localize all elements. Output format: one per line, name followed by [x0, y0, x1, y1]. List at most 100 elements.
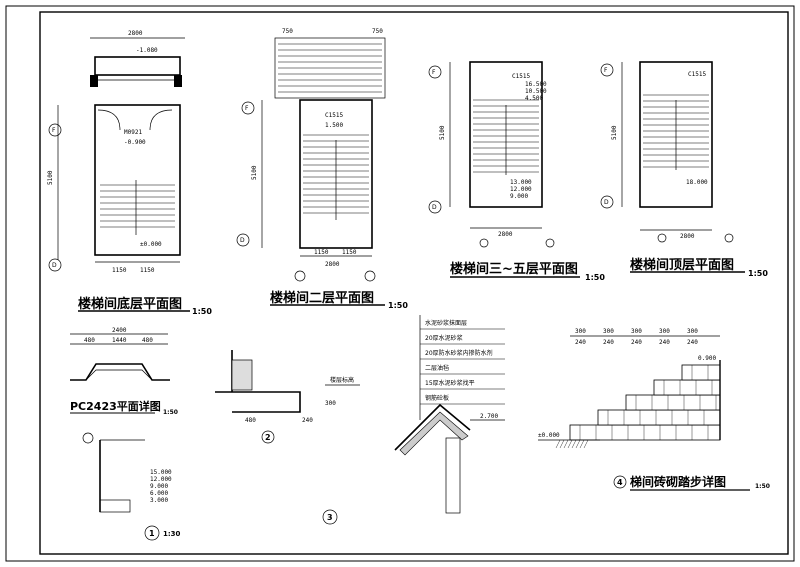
ground-hatch [559, 439, 565, 449]
d4-title: 梯间砖砌踏步详图 [630, 474, 726, 489]
brick-step [625, 394, 721, 411]
second-bottom-dim-3: 2800 [325, 261, 340, 268]
tf-level-4: 13.000 [510, 179, 532, 186]
d4-dim-top: 300 [631, 328, 642, 335]
third-fifth-floor-plan: C1515 16.500 10.500 4.500 13.000 12.000 … [428, 61, 605, 282]
second-top-dim-1: 750 [282, 28, 293, 35]
tf-plan-title: 楼梯间三~五层平面图 [450, 261, 578, 277]
d2-number: 2 [265, 433, 271, 442]
ground-hatch [579, 439, 585, 449]
ground-hatch [567, 439, 573, 449]
ground-bottom-dim-1: 1150 [112, 267, 127, 274]
d4-dim-top: 300 [575, 328, 586, 335]
d4-level-top: 0.900 [698, 355, 716, 362]
tf-axis-d: D [432, 204, 437, 211]
second-plan-title: 楼梯间二层平面图 [270, 290, 374, 306]
top-window: C1515 [688, 71, 706, 78]
second-top-dim-2: 750 [372, 28, 383, 35]
d3-layer-4: 二层油毡 [425, 364, 449, 372]
tf-level-6: 9.000 [510, 193, 528, 200]
d1-scale: 1:30 [163, 530, 181, 538]
second-axis-d: D [240, 237, 245, 244]
pc-dim-3: 480 [142, 337, 153, 344]
ground-door-label: M0921 [124, 129, 142, 136]
d4-dim-top: 300 [603, 328, 614, 335]
top-plan-title: 楼梯间顶层平面图 [630, 257, 734, 273]
tf-left-dim: 5100 [439, 125, 446, 140]
ground-level-1: -1.080 [136, 47, 158, 54]
ground-hatch [563, 439, 569, 449]
pc-scale: 1:50 [163, 409, 178, 416]
pc-dim-total: 2400 [112, 327, 127, 334]
pc-dim-1: 480 [84, 337, 95, 344]
tf-plan-scale: 1:50 [585, 273, 605, 282]
d1-level-5: 3.000 [150, 497, 168, 504]
second-left-dim: 5100 [251, 165, 258, 180]
ground-top-dim: 2800 [128, 30, 143, 37]
top-bottom-dim: 2800 [680, 233, 695, 240]
tf-level-5: 12.000 [510, 186, 532, 193]
second-bottom-dim-2: 1150 [342, 249, 357, 256]
top-axis-d: D [604, 199, 609, 206]
tf-level-3: 4.500 [525, 95, 543, 102]
ground-level-3: ±0.000 [140, 241, 162, 248]
pc2423-detail: 2400 480 1440 480 PC2423平面详图 1:50 [70, 327, 178, 416]
d3-number: 3 [327, 513, 333, 522]
d3-layer-3: 20厚防水砂浆内掺防水剂 [425, 349, 493, 357]
d1-number: 1 [149, 529, 155, 538]
d4-level-bottom: ±0.000 [538, 432, 560, 439]
ground-left-dim: 5100 [47, 170, 54, 185]
top-left-dim: 5100 [611, 125, 618, 140]
d4-dim-bottom: 240 [603, 339, 614, 346]
second-level-1: 1.500 [325, 122, 343, 129]
ground-hatch [571, 439, 577, 449]
ground-level-2: -0.900 [124, 139, 146, 146]
detail-3: 水泥砂浆抹面层 20厚水泥砂浆 20厚防水砂浆内掺防水剂 二层油毡 15厚水泥砂… [322, 315, 505, 525]
ground-hatch [575, 439, 581, 449]
ground-hatch [555, 439, 561, 449]
brick-step [569, 424, 721, 441]
second-window: C1515 [325, 112, 343, 119]
d3-layer-6: 钢筋砼板 [425, 394, 449, 402]
d4-dim-bottom: 240 [659, 339, 670, 346]
tf-level-2: 10.500 [525, 88, 547, 95]
d1-level-4: 6.000 [150, 490, 168, 497]
tf-bottom-dim: 2800 [498, 231, 513, 238]
d2-dim-1: 480 [245, 417, 256, 424]
detail-2: 楼层标高 480 240 300 2 [215, 350, 360, 444]
tf-level-1: 16.500 [525, 81, 547, 88]
d4-dim-top: 300 [659, 328, 670, 335]
ground-plan-title: 楼梯间底层平面图 [78, 296, 182, 312]
d3-layer-2: 20厚水泥砂浆 [425, 334, 463, 342]
d3-layer-5: 15厚水泥砂浆找平 [425, 379, 475, 387]
d1-level-1: 15.000 [150, 469, 172, 476]
top-plan-scale: 1:50 [748, 269, 768, 278]
d2-note: 楼层标高 [330, 376, 354, 384]
brick-step [597, 409, 721, 426]
d3-layer-1: 水泥砂浆抹面层 [425, 319, 467, 327]
ground-axis-d: D [52, 262, 57, 269]
second-plan-scale: 1:50 [388, 301, 408, 310]
d1-level-3: 9.000 [150, 483, 168, 490]
d2-dim-2: 240 [302, 417, 313, 424]
ground-axis-f: F [52, 127, 56, 134]
d4-dim-bottom: 240 [687, 339, 698, 346]
ground-plan-scale: 1:50 [192, 307, 212, 316]
pc-dim-2: 1440 [112, 337, 127, 344]
d4-dim-bottom: 240 [631, 339, 642, 346]
d4-number: 4 [617, 478, 623, 487]
brick-step [681, 364, 721, 381]
ground-hatch [583, 439, 589, 449]
top-floor-plan: C1515 18.000 5100 F D 2800 楼梯间顶层平面图 1:50 [600, 61, 768, 278]
second-floor-plan: 750 750 C1515 1.500 5100 F D 1150 1150 2… [236, 28, 408, 310]
ground-floor-plan: 2800 -1.080 M0921 -0.900 ±0.000 5100 F D… [47, 30, 212, 316]
top-level-1: 18.000 [686, 179, 708, 186]
tf-axis-f: F [432, 69, 436, 76]
inner-border [39, 11, 789, 555]
ground-bottom-dim-2: 1150 [140, 267, 155, 274]
pc-title: PC2423平面详图 [70, 399, 161, 413]
second-axis-f: F [245, 105, 249, 112]
d1-level-2: 12.000 [150, 476, 172, 483]
